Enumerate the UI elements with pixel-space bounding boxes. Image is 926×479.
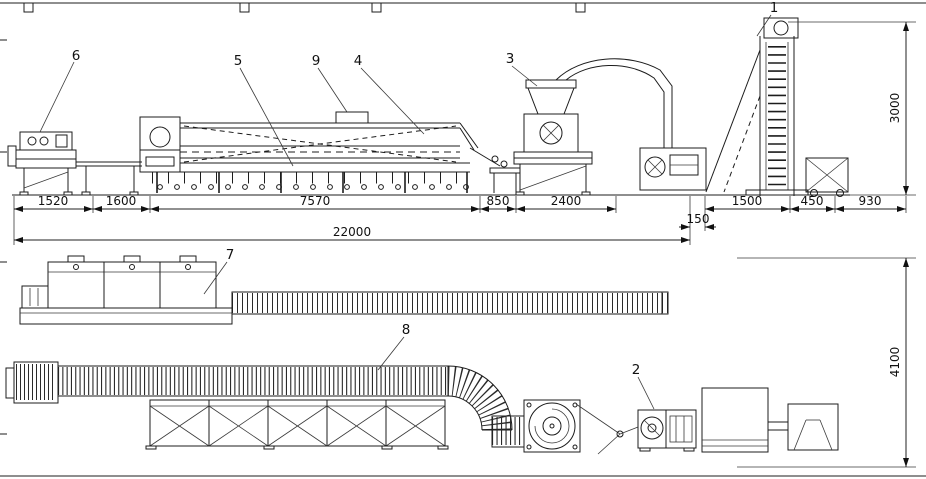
part-label-4: 4 xyxy=(354,53,363,69)
oven-casters xyxy=(157,184,469,190)
top-elevation-view xyxy=(7,17,850,197)
elevator-brace xyxy=(705,49,761,193)
machine-2-sealer xyxy=(637,409,697,452)
part-label-5: 5 xyxy=(234,53,243,69)
diverter-arm xyxy=(575,403,639,455)
bucket-elevator xyxy=(705,17,809,196)
dimension-3000: 3000 xyxy=(788,21,916,196)
part-label-2: 2 xyxy=(632,362,641,378)
transfer-stand xyxy=(489,167,521,193)
dim-text-450: 450 xyxy=(801,194,824,208)
dim-text-3000: 3000 xyxy=(888,93,902,124)
machine-7-unit-1 xyxy=(47,255,105,309)
machine-7-group xyxy=(19,255,233,325)
part-label-9: 9 xyxy=(312,53,321,69)
conveyor-8-frame xyxy=(145,399,449,450)
part-label-3: 3 xyxy=(506,51,515,67)
bottom-view xyxy=(5,361,839,455)
dim-text-2400: 2400 xyxy=(551,194,582,208)
elevator-feeder-machine xyxy=(639,147,707,191)
leader-8 xyxy=(377,336,405,371)
part-label-1: 1 xyxy=(770,0,779,16)
leader-3 xyxy=(511,65,538,87)
part-label-6: 6 xyxy=(72,48,81,64)
dim-text-150: 150 xyxy=(687,212,710,226)
dimensions-top: 1520 1600 7570 850 2400 1500 450 930 150… xyxy=(13,194,907,245)
dim-text-1600: 1600 xyxy=(106,194,137,208)
leader-5 xyxy=(239,67,294,167)
tunnel-oven xyxy=(139,111,508,193)
infeed-table xyxy=(76,161,142,196)
dim-text-22000: 22000 xyxy=(333,225,371,239)
leader-4 xyxy=(360,67,425,135)
dim-text-930: 930 xyxy=(859,194,882,208)
oven-main-legs xyxy=(156,172,468,193)
transfer-pipe-outer xyxy=(555,58,673,148)
part-labels-top: 6 5 9 4 3 1 xyxy=(39,0,779,167)
leader-1 xyxy=(756,14,772,37)
dimension-4100: 4100 xyxy=(737,257,916,468)
dim-text-1520: 1520 xyxy=(38,194,69,208)
dim-text-1500: 1500 xyxy=(732,194,763,208)
curve-exit-conveyor xyxy=(491,415,525,448)
turntable-machine xyxy=(523,399,581,453)
machine-3-hopper xyxy=(513,58,673,196)
cabinet-connector xyxy=(768,421,788,431)
leader-9 xyxy=(317,67,348,113)
middle-view xyxy=(19,255,669,325)
part-label-7: 7 xyxy=(226,247,235,263)
dim-text-7570: 7570 xyxy=(300,194,331,208)
leader-7 xyxy=(203,261,228,295)
dim-text-850: 850 xyxy=(487,194,510,208)
machine-7-unit-3 xyxy=(159,255,217,309)
end-hopper-box xyxy=(787,403,839,451)
part-labels-bottom: 7 8 2 xyxy=(203,247,655,410)
conveyor-8-feeder xyxy=(5,361,59,404)
oven-vent xyxy=(335,111,369,124)
transfer-pipe-inner xyxy=(565,64,665,148)
machine-7-bench xyxy=(19,307,233,325)
curve-conveyor xyxy=(447,365,513,431)
leader-2 xyxy=(637,376,655,410)
dim-text-4100: 4100 xyxy=(888,347,902,378)
conveyor-8-belt xyxy=(57,365,449,397)
outfeed-cabinet xyxy=(701,387,769,453)
middle-conveyor xyxy=(231,291,669,315)
machine-7-unit-2 xyxy=(103,255,161,309)
curve-hatch xyxy=(447,366,512,431)
part-label-8: 8 xyxy=(402,322,411,338)
machine-6-feeder xyxy=(7,131,77,196)
leader-6 xyxy=(39,61,75,133)
receiving-cart xyxy=(805,157,849,197)
